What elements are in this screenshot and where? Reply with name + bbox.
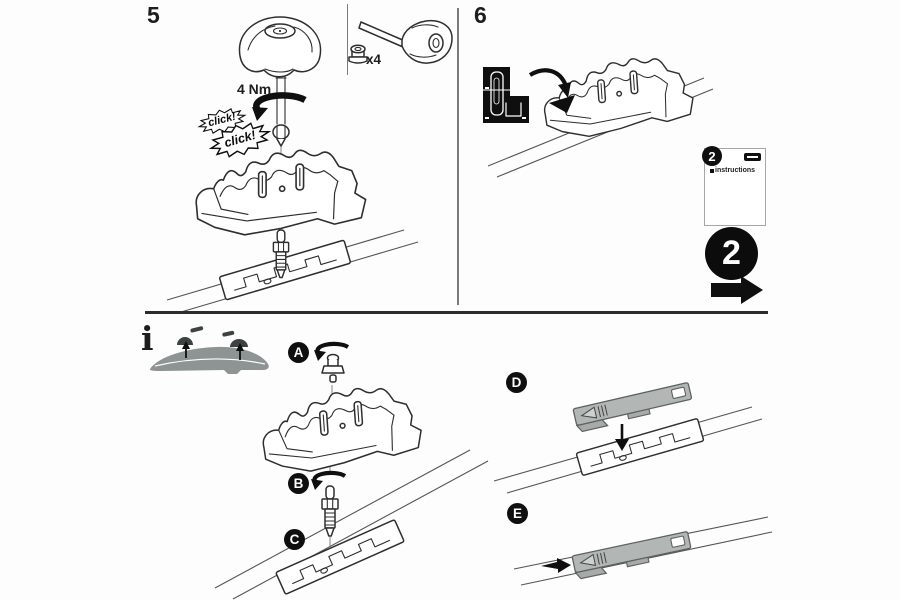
next-step-arrow-icon xyxy=(711,276,763,304)
callout-b: B xyxy=(288,473,309,494)
step6-foot-pad-drawing xyxy=(540,54,696,141)
step-2-badge: 2 xyxy=(705,227,758,280)
step6-detail-inset xyxy=(482,67,529,123)
step5-foot-pad-drawing xyxy=(195,146,367,236)
step6-curved-arrow-icon xyxy=(528,68,571,98)
car-roof-diagram xyxy=(149,326,269,374)
hardware-quantity-label: x4 xyxy=(366,52,382,67)
manual-card-title: instructions xyxy=(710,167,755,174)
cover-plate-icon xyxy=(571,530,694,581)
callout-d: D xyxy=(506,372,527,393)
callout-e: E xyxy=(507,503,528,524)
torque-label: 4 Nm xyxy=(237,81,272,97)
pad-silhouette-icon xyxy=(230,339,248,347)
step-6-number: 6 xyxy=(474,2,488,28)
cover-slide-drawing xyxy=(513,516,773,586)
manual-card-title-text: instructions xyxy=(715,167,756,174)
inset-divider xyxy=(347,4,348,75)
step-5-number: 5 xyxy=(147,2,161,28)
doc-icon xyxy=(710,168,714,173)
exploded-assembly-drawing xyxy=(214,344,489,600)
brand-logo xyxy=(744,153,761,161)
step5-torque-knob-drawing xyxy=(238,16,322,147)
callout-a: A xyxy=(288,342,309,363)
down-arrow-icon xyxy=(615,439,629,451)
torque-key-icon xyxy=(358,19,453,64)
manual-card: 2 instructions xyxy=(702,146,766,226)
pad-silhouette-icon xyxy=(177,337,193,345)
section-divider xyxy=(145,311,768,314)
manual-card-badge: 2 xyxy=(702,146,722,166)
step5-roof-rail-drawing xyxy=(166,229,419,313)
info-icon: i xyxy=(141,319,154,358)
hardware-nut-icon xyxy=(348,44,368,64)
cover-install-drawing xyxy=(493,381,763,494)
slide-arrow-icon xyxy=(541,558,571,573)
pad-wedge-arrow-icon xyxy=(549,95,575,113)
knob-part-icon xyxy=(321,353,345,383)
step5-torque-arrow-icon xyxy=(252,92,307,121)
callout-c: C xyxy=(284,529,305,550)
panel-divider xyxy=(457,8,459,305)
